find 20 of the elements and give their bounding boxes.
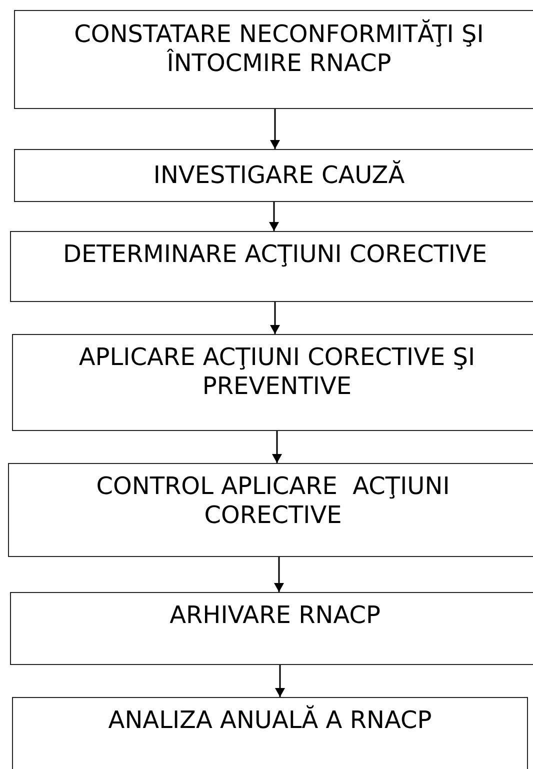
- step-label: DETERMINARE ACŢIUNI CORECTIVE: [62, 240, 488, 269]
- process-box: [10, 231, 533, 302]
- arrow: [275, 665, 285, 697]
- process-box: [12, 697, 528, 769]
- arrow: [269, 202, 279, 231]
- arrow: [270, 302, 280, 334]
- arrow: [272, 431, 282, 463]
- step-label: INVESTIGARE CAUZĂ: [152, 161, 406, 190]
- step-label: CONTROL APLICARE ACŢIUNI CORECTIVE: [95, 472, 451, 530]
- arrow: [274, 557, 284, 592]
- process-box: [14, 10, 533, 109]
- process-box: [12, 334, 533, 431]
- step-label: APLICARE ACŢIUNI CORECTIVE ŞI PREVENTIVE: [78, 343, 476, 401]
- step-label: CONSTATARE NECONFORMITĂŢI ŞI ÎNTOCMIRE RNACP: [73, 20, 485, 78]
- process-box: [8, 463, 533, 557]
- arrow: [270, 109, 280, 149]
- step-label: ARHIVARE RNACP: [168, 601, 382, 630]
- step-label: ANALIZA ANUALĂ A RNACP: [107, 706, 433, 735]
- process-box: [10, 592, 533, 665]
- process-box: [14, 149, 533, 202]
